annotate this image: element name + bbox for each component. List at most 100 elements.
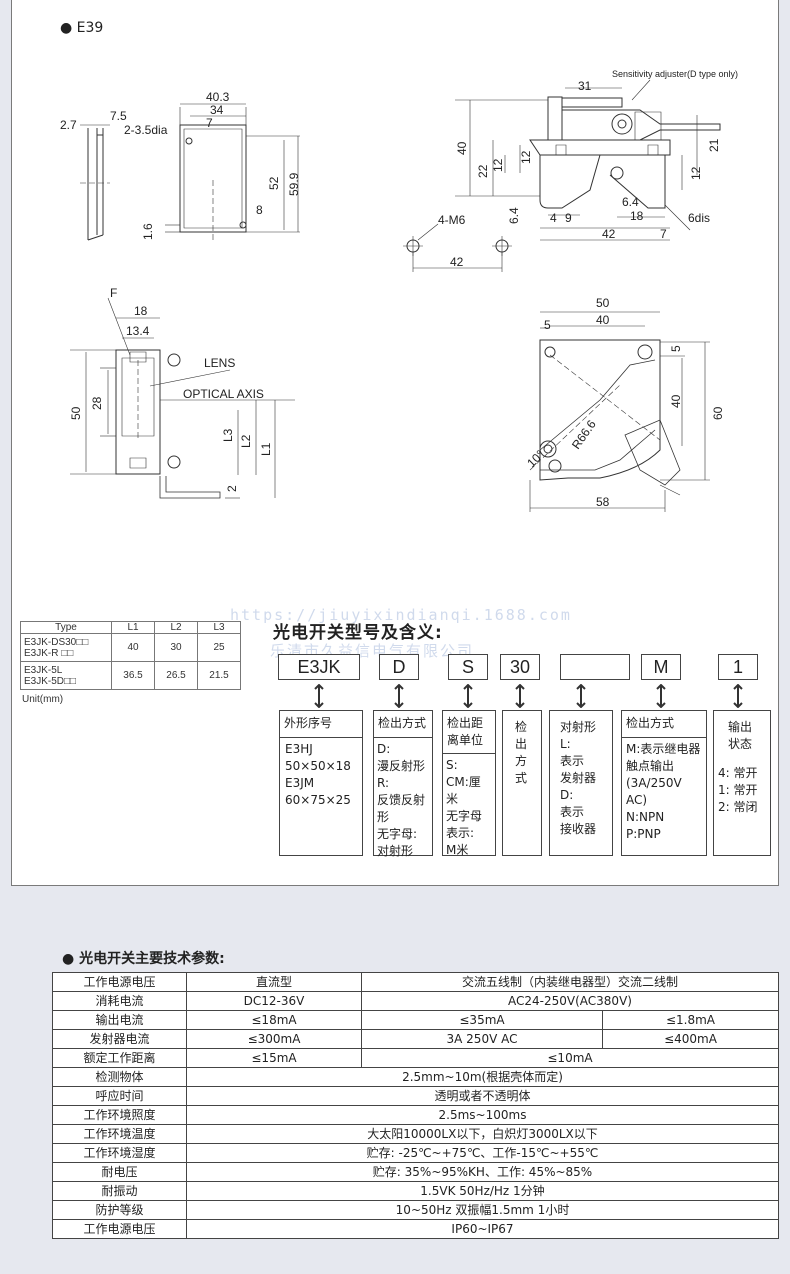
desc-box: 检出方式 D: 漫反射形 R: 反馈反射形 无字母: 对射形 <box>373 710 433 858</box>
desc-box: 检出距离单位 S: CM:厘米 无字母表示: M米 <box>442 710 496 857</box>
lt-header-l1: L1 <box>111 621 155 634</box>
spec-value: ≤400mA <box>602 1029 779 1049</box>
arrow-icon <box>515 684 525 708</box>
params-title-text: 光电开关主要技术参数: <box>79 951 225 967</box>
desc-box: 外形序号 E3HJ 50×50×18 E3JM 60×75×25 <box>279 710 363 856</box>
desc-head: 检出距离单位 <box>443 711 495 754</box>
dim-50a: 50 <box>69 406 83 420</box>
code-box: 30 <box>500 654 540 680</box>
spec-value: 2.5ms~100ms <box>186 1105 779 1125</box>
dim-52: 52 <box>267 176 281 190</box>
dim-12c: 12 <box>689 166 703 180</box>
desc-head: 检出方式 <box>622 711 706 738</box>
spec-key: 工作环境湿度 <box>52 1143 187 1163</box>
code-box: S <box>448 654 488 680</box>
bracket-side-view <box>80 125 110 240</box>
table-row: 工作环境湿度贮存: -25℃~+75℃、工作-15℃~+55℃ <box>52 1143 779 1163</box>
sensor-side-view <box>455 80 720 240</box>
model-title: 光电开关型号及含义: <box>273 623 443 643</box>
table-row: 耐电压贮存: 35%~95%KH、工作: 45%~85% <box>52 1162 779 1182</box>
technical-drawings: 40.3 34 7 7.5 2.7 2-3.5dia 52 59.9 8 1.6… <box>60 69 738 620</box>
code-box: M <box>641 654 681 680</box>
desc-head: 外形序号 <box>280 711 362 738</box>
desc-box: 检出方式 <box>502 710 542 856</box>
spec-key: 耐振动 <box>52 1181 187 1201</box>
arrow-icon <box>576 684 586 708</box>
dim-5a: 5 <box>544 318 551 332</box>
arrow-icon <box>314 684 324 708</box>
spec-value: 2.5mm~10m(根据壳体而定) <box>186 1067 779 1087</box>
desc-body: 4: 常开 1: 常开 2: 常闭 <box>718 766 758 814</box>
dim-7-5: 7.5 <box>110 109 127 123</box>
lt-cell: 25 <box>197 633 241 662</box>
dim-4: 4 <box>550 211 557 225</box>
dim-60: 60 <box>711 406 725 420</box>
dim-1-6: 1.6 <box>141 223 155 240</box>
unit-label: Unit(mm) <box>22 694 64 705</box>
arrow-icon <box>394 684 404 708</box>
spec-value: 10~50Hz 双振幅1.5mm 1小时 <box>186 1200 779 1220</box>
dim-59-9: 59.9 <box>287 172 301 196</box>
spec-key: 发射器电流 <box>52 1029 187 1049</box>
dim-58: 58 <box>596 495 610 509</box>
dim-42a: 42 <box>602 227 616 241</box>
label-l2: L2 <box>239 434 253 448</box>
bracket-front-view <box>165 104 300 240</box>
code-box: D <box>379 654 419 680</box>
desc-head: 输出 状态 <box>728 720 753 751</box>
spec-value: 大太阳10000LX以下，白炽灯3000LX以下 <box>186 1124 779 1144</box>
label-optical-axis: OPTICAL AXIS <box>183 387 264 401</box>
spec-value: AC24-250V(AC380V) <box>361 991 779 1011</box>
spec-value: ≤35mA <box>361 1010 603 1030</box>
desc-box: 对射形 L: 表示 发射器 D: 表示 接收器 <box>549 710 613 856</box>
label-lens: LENS <box>204 356 235 370</box>
spec-key: 检测物体 <box>52 1067 187 1087</box>
dim-13-4: 13.4 <box>126 324 150 338</box>
spec-value: 3A 250V AC <box>361 1029 603 1049</box>
dim-12a: 12 <box>491 158 505 172</box>
spec-table: 工作电源电压 直流型 交流五线制（内装继电器型）交流二线制 消耗电流 DC12-… <box>52 972 779 1239</box>
dim-50b: 50 <box>596 296 610 310</box>
table-row: 发射器电流 ≤300mA 3A 250V AC ≤400mA <box>52 1029 779 1049</box>
spec-value: 直流型 <box>186 972 362 992</box>
arrow-icon <box>656 684 666 708</box>
desc-body: S: CM:厘米 无字母表示: M米 <box>446 758 483 857</box>
arrow-icon <box>733 684 743 708</box>
label-f: F <box>110 286 117 300</box>
desc-box: 输出 状态 4: 常开 1: 常开 2: 常闭 <box>713 710 771 856</box>
mounting-holes <box>403 224 512 272</box>
dim-12b: 12 <box>519 150 533 164</box>
spec-key: 额定工作距离 <box>52 1048 187 1068</box>
dim-40-3: 40.3 <box>206 90 230 104</box>
desc-body: D: 漫反射形 R: 反馈反射形 无字母: 对射形 <box>377 742 426 858</box>
lt-type: E3JK-R □□ <box>24 647 74 659</box>
spec-value: 贮存: 35%~95%KH、工作: 45%~85% <box>186 1162 779 1182</box>
spec-value: 交流五线制（内装继电器型）交流二线制 <box>361 972 779 992</box>
spec-value: 1.5VK 50Hz/Hz 1分钟 <box>186 1181 779 1201</box>
dim-6-4b: 6.4 <box>507 207 521 224</box>
spec-value: ≤10mA <box>361 1048 779 1068</box>
spec-value: 透明或者不透明体 <box>186 1086 779 1106</box>
length-table: Type L1 L2 L3 E3JK-DS30□□E3JK-R □□ 40 30… <box>20 621 241 690</box>
label-l3: L3 <box>221 428 235 442</box>
spec-key: 消耗电流 <box>52 991 187 1011</box>
desc-body: M:表示继电器触点输出 (3A/250V AC) N:NPN P:PNP <box>626 742 701 841</box>
spec-key: 输出电流 <box>52 1010 187 1030</box>
label-l1: L1 <box>259 442 273 456</box>
table-row: 工作环境温度大太阳10000LX以下，白炽灯3000LX以下 <box>52 1124 779 1144</box>
params-title: ● 光电开关主要技术参数: <box>62 951 225 967</box>
lt-type: E3JK-DS30□□ <box>24 636 89 648</box>
dim-6dis: 6dis <box>688 211 710 225</box>
table-row: E3JK-DS30□□E3JK-R □□ 40 30 25 <box>20 633 241 662</box>
spec-key: 工作环境照度 <box>52 1105 187 1125</box>
dim-28: 28 <box>90 396 104 410</box>
code-box: 1 <box>718 654 758 680</box>
dim-18a: 18 <box>630 209 644 223</box>
spec-value: ≤300mA <box>186 1029 362 1049</box>
code-box: E3JK <box>278 654 360 680</box>
spec-key: 呼应时间 <box>52 1086 187 1106</box>
